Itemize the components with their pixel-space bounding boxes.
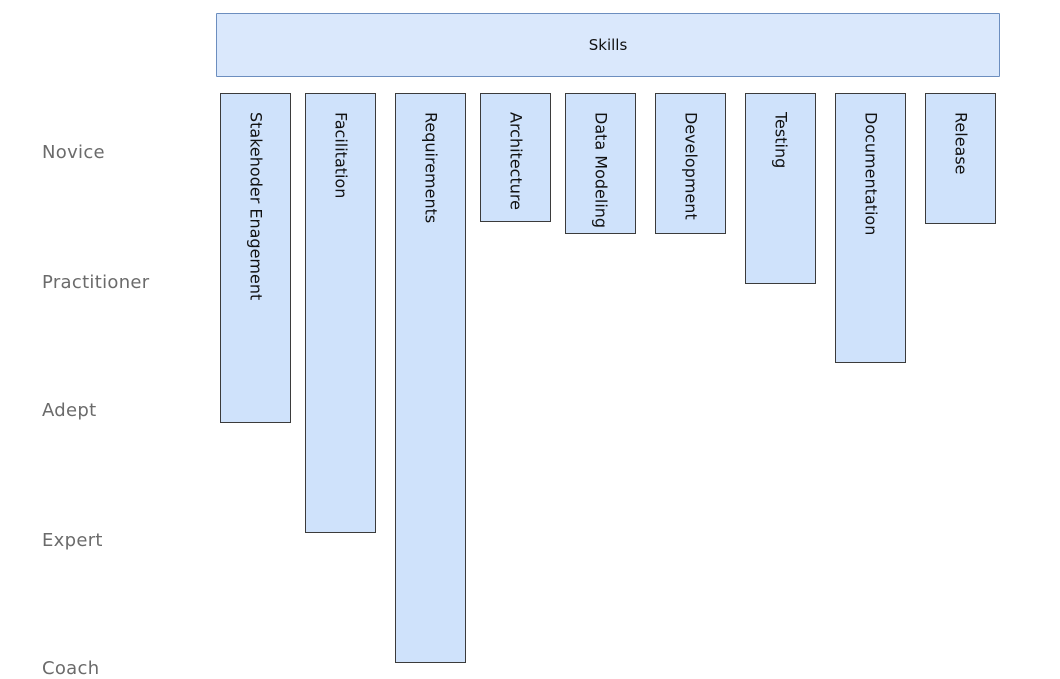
skill-label: Data Modeling xyxy=(591,112,611,229)
skill-column-architecture: Architecture xyxy=(480,93,551,222)
skill-column-release: Release xyxy=(925,93,996,224)
level-label-coach: Coach xyxy=(42,658,100,679)
level-label-practitioner: Practitioner xyxy=(42,272,150,293)
skill-label: Facilitation xyxy=(331,112,351,199)
skill-column-documentation: Documentation xyxy=(835,93,906,363)
skill-column-data-modeling: Data Modeling xyxy=(565,93,636,234)
skill-label: Testing xyxy=(771,112,791,169)
level-label-adept: Adept xyxy=(42,400,97,421)
skill-label: Stakehoder Enagement xyxy=(246,112,266,301)
skills-header-title: Skills xyxy=(588,36,628,54)
skill-label: Requirements xyxy=(421,112,441,224)
level-label-expert: Expert xyxy=(42,530,103,551)
level-label-novice: Novice xyxy=(42,142,105,163)
skill-label: Architecture xyxy=(506,112,526,210)
skill-column-facilitation: Facilitation xyxy=(305,93,376,533)
skill-column-requirements: Requirements xyxy=(395,93,466,663)
skill-label: Release xyxy=(951,112,971,175)
skill-column-testing: Testing xyxy=(745,93,816,284)
skill-column-stakeholder-engagement: Stakehoder Enagement xyxy=(220,93,291,423)
skills-header: Skills xyxy=(216,13,1000,77)
skill-label: Documentation xyxy=(861,112,881,236)
skill-label: Development xyxy=(681,112,701,220)
skill-column-development: Development xyxy=(655,93,726,234)
